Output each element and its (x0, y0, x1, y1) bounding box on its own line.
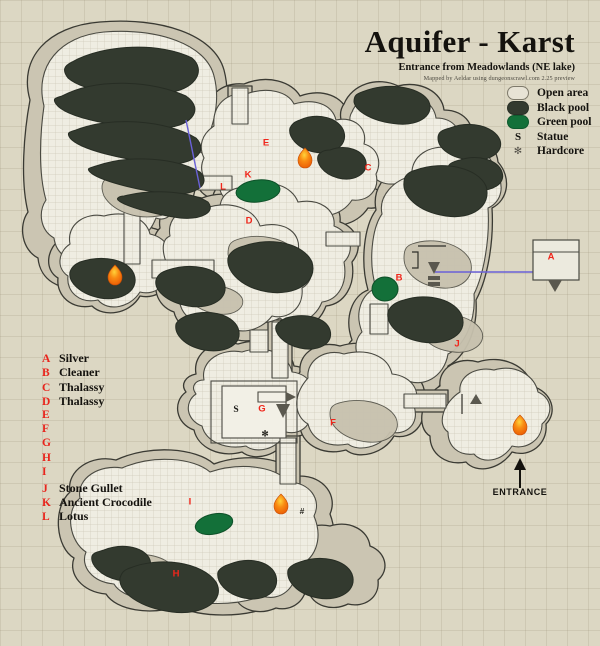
flame-icon (273, 493, 289, 515)
door-arrow-g-east (286, 392, 296, 402)
legend-label: Statue (537, 130, 569, 143)
room-label-d: D (245, 215, 253, 227)
legend-label: Black pool (537, 101, 590, 114)
legend-label: Hardcore (537, 145, 585, 158)
legend-item-statue: S Statue (505, 130, 591, 145)
legend-item-black-pool: Black pool (505, 100, 591, 116)
green-pool-group (194, 179, 399, 536)
key-name: Stone Gullet (59, 480, 123, 495)
route-line-north (185, 119, 201, 189)
room-label-k: K (244, 169, 252, 181)
key-name: Silver (59, 351, 89, 365)
flame-marker-group (107, 147, 528, 515)
room-label-g: G (258, 403, 266, 415)
key-entry: G (42, 437, 152, 451)
key-name: Lotus (59, 509, 89, 524)
green-pool-b (371, 276, 399, 302)
legend-item-open-area: Open area (505, 86, 591, 101)
room-g-structure (210, 380, 298, 444)
room-label-i: I (188, 496, 192, 508)
key-entry: B Cleaner (42, 365, 152, 379)
hardcore-marker-g: ✻ (261, 428, 269, 439)
page-title: Aquifer - Karst (364, 24, 575, 59)
key-letter: E (42, 408, 50, 421)
key-entry: D Thalassy (42, 394, 152, 408)
key-letter: H (42, 451, 51, 464)
open-area-swatch-icon (505, 86, 531, 101)
room-key-list: A Silver B Cleaner C Thalassy D Thalassy E F… (42, 351, 152, 524)
key-entry: C Thalassy (42, 380, 152, 394)
green-pool-k (235, 179, 281, 203)
key-letter: G (42, 437, 51, 450)
map-subtitle: Entrance from Meadowlands (NE lake) (398, 62, 575, 73)
flame-icon (512, 414, 528, 436)
key-letter: C (42, 381, 51, 394)
key-entry: I (42, 466, 152, 480)
entrance-arrow-icon (514, 458, 526, 488)
wall-opening-marks (412, 245, 463, 414)
key-entry: F (42, 423, 152, 437)
room-label-f: F (330, 417, 336, 429)
key-name: Cleaner (59, 365, 100, 380)
room-label-e: E (262, 137, 270, 149)
black-pool-group (53, 46, 504, 614)
green-pool-swatch-icon (505, 115, 531, 130)
black-pool-swatch-icon (505, 100, 531, 115)
door-markers (428, 262, 482, 404)
door-marker-a (548, 280, 562, 292)
flame-icon (107, 264, 123, 286)
room-label-c: C (364, 162, 372, 174)
key-entry: J Stone Gullet (42, 481, 152, 495)
green-pool-i (194, 512, 234, 536)
room-label-b: B (395, 272, 403, 284)
room-label-j: J (454, 338, 460, 350)
statue-marker-g: S (233, 405, 239, 415)
legend-label: Green pool (537, 116, 592, 129)
key-name: Ancient Crocodile (59, 494, 152, 509)
room-a-box (532, 239, 580, 292)
key-entry: A Silver (42, 351, 152, 365)
key-name: Thalassy (59, 394, 105, 409)
room-label-l: L (220, 181, 226, 193)
key-letter: L (42, 511, 50, 524)
legend-item-hardcore: ✻ Hardcore (505, 144, 591, 159)
hardcore-icon: ✻ (513, 145, 523, 157)
key-entry: L Lotus (42, 509, 152, 523)
door-arrow-g-south (276, 404, 290, 418)
key-name: Thalassy (59, 379, 105, 394)
key-letter: F (42, 422, 50, 435)
key-entry: H (42, 452, 152, 466)
flame-icon (297, 147, 313, 169)
key-entry: E (42, 409, 152, 423)
key-letter: I (42, 466, 47, 479)
key-letter: A (42, 353, 51, 365)
statue-icon: S (514, 130, 522, 143)
key-letter: J (42, 482, 48, 495)
entrance-label: ENTRANCE (492, 487, 548, 497)
key-letter: B (42, 367, 50, 380)
map-credit: Mapped by Aeldar using dungeonscrawl.com… (423, 75, 575, 82)
key-letter: D (42, 396, 51, 409)
hardcore-marker-south: # (299, 506, 305, 516)
legend-item-green-pool: Green pool (505, 115, 591, 130)
room-label-a: A (547, 251, 555, 263)
legend: Open area Black pool Green pool S Statue… (505, 86, 591, 159)
key-entry: K Ancient Crocodile (42, 495, 152, 509)
legend-label: Open area (537, 87, 589, 100)
room-label-h: H (172, 568, 180, 580)
key-letter: K (42, 496, 51, 509)
